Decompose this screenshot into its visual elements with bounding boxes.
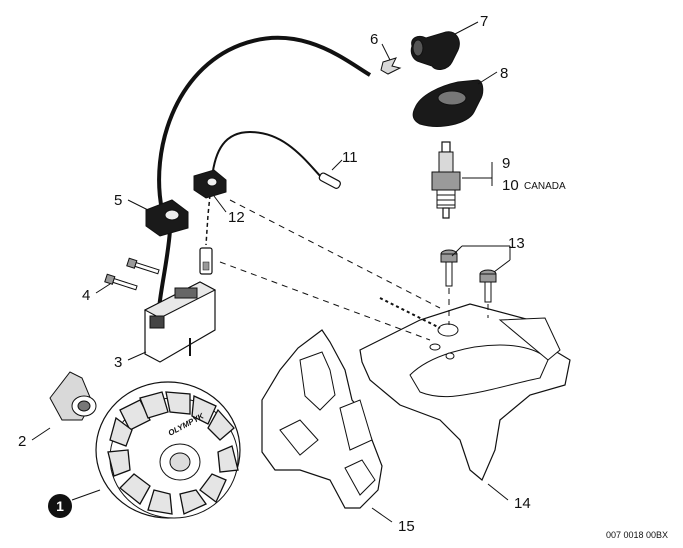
- ignition-lead: [157, 35, 372, 211]
- leader-2: [31, 427, 51, 441]
- callout-12: 12: [228, 209, 245, 226]
- ignition-module: [143, 281, 217, 363]
- plug-cover: [412, 79, 484, 127]
- leader-13c: [493, 259, 511, 273]
- spark-plug-cap: [410, 31, 460, 70]
- short-circuit-cable: [211, 130, 323, 179]
- earth-wire: [379, 297, 441, 329]
- leader-4: [95, 283, 111, 294]
- leader-8: [477, 71, 498, 85]
- alignment-line-b: [219, 261, 431, 341]
- cable-terminal: [318, 172, 341, 189]
- callout-1: 1: [48, 494, 72, 518]
- callout-9: 9: [502, 155, 510, 172]
- spark-plug: [431, 141, 461, 219]
- leader-15: [371, 507, 393, 523]
- leader-6: [381, 43, 391, 61]
- callout-10: 10: [502, 177, 519, 194]
- leader-7: [454, 21, 479, 35]
- callout-7: 7: [480, 13, 488, 30]
- lead-holder-small: [193, 169, 227, 199]
- callout-1-label: 1: [56, 498, 64, 514]
- leader-13a: [451, 245, 463, 257]
- leader-3: [127, 351, 147, 361]
- leader-12: [213, 195, 227, 213]
- flywheel: OLYMPYK: [95, 381, 241, 519]
- callout-8: 8: [500, 65, 508, 82]
- spring-clip: [380, 57, 402, 75]
- callout-13: 13: [508, 235, 525, 252]
- callout-5: 5: [114, 192, 122, 209]
- drawing-code: 007 0018 00BX: [606, 530, 668, 540]
- ignition-screw-lower: [104, 273, 138, 291]
- leader-5: [127, 199, 149, 211]
- leader-11: [331, 159, 343, 171]
- alignment-line-a: [229, 199, 441, 309]
- leader-14: [487, 483, 509, 501]
- short-circuit-cable-lower: [205, 194, 211, 246]
- wire-connector: [199, 247, 213, 275]
- lead-holder-large: [145, 199, 189, 237]
- cylinder-deflector: [359, 303, 571, 481]
- callout-11: 11: [342, 149, 358, 166]
- callout-6: 6: [370, 31, 378, 48]
- callout-10-note: CANADA: [524, 181, 566, 192]
- ignition-screw-upper: [126, 257, 160, 275]
- leader-1: [71, 489, 101, 501]
- flywheel-washer: [49, 371, 97, 421]
- callout-4: 4: [82, 287, 90, 304]
- callout-3: 3: [114, 354, 122, 371]
- mounting-screw-left: [440, 249, 458, 287]
- flywheel-cover: [261, 329, 383, 509]
- callout-15: 15: [398, 518, 415, 535]
- mounting-screw-right: [479, 269, 497, 303]
- callout-14: 14: [514, 495, 531, 512]
- callout-2: 2: [18, 433, 26, 450]
